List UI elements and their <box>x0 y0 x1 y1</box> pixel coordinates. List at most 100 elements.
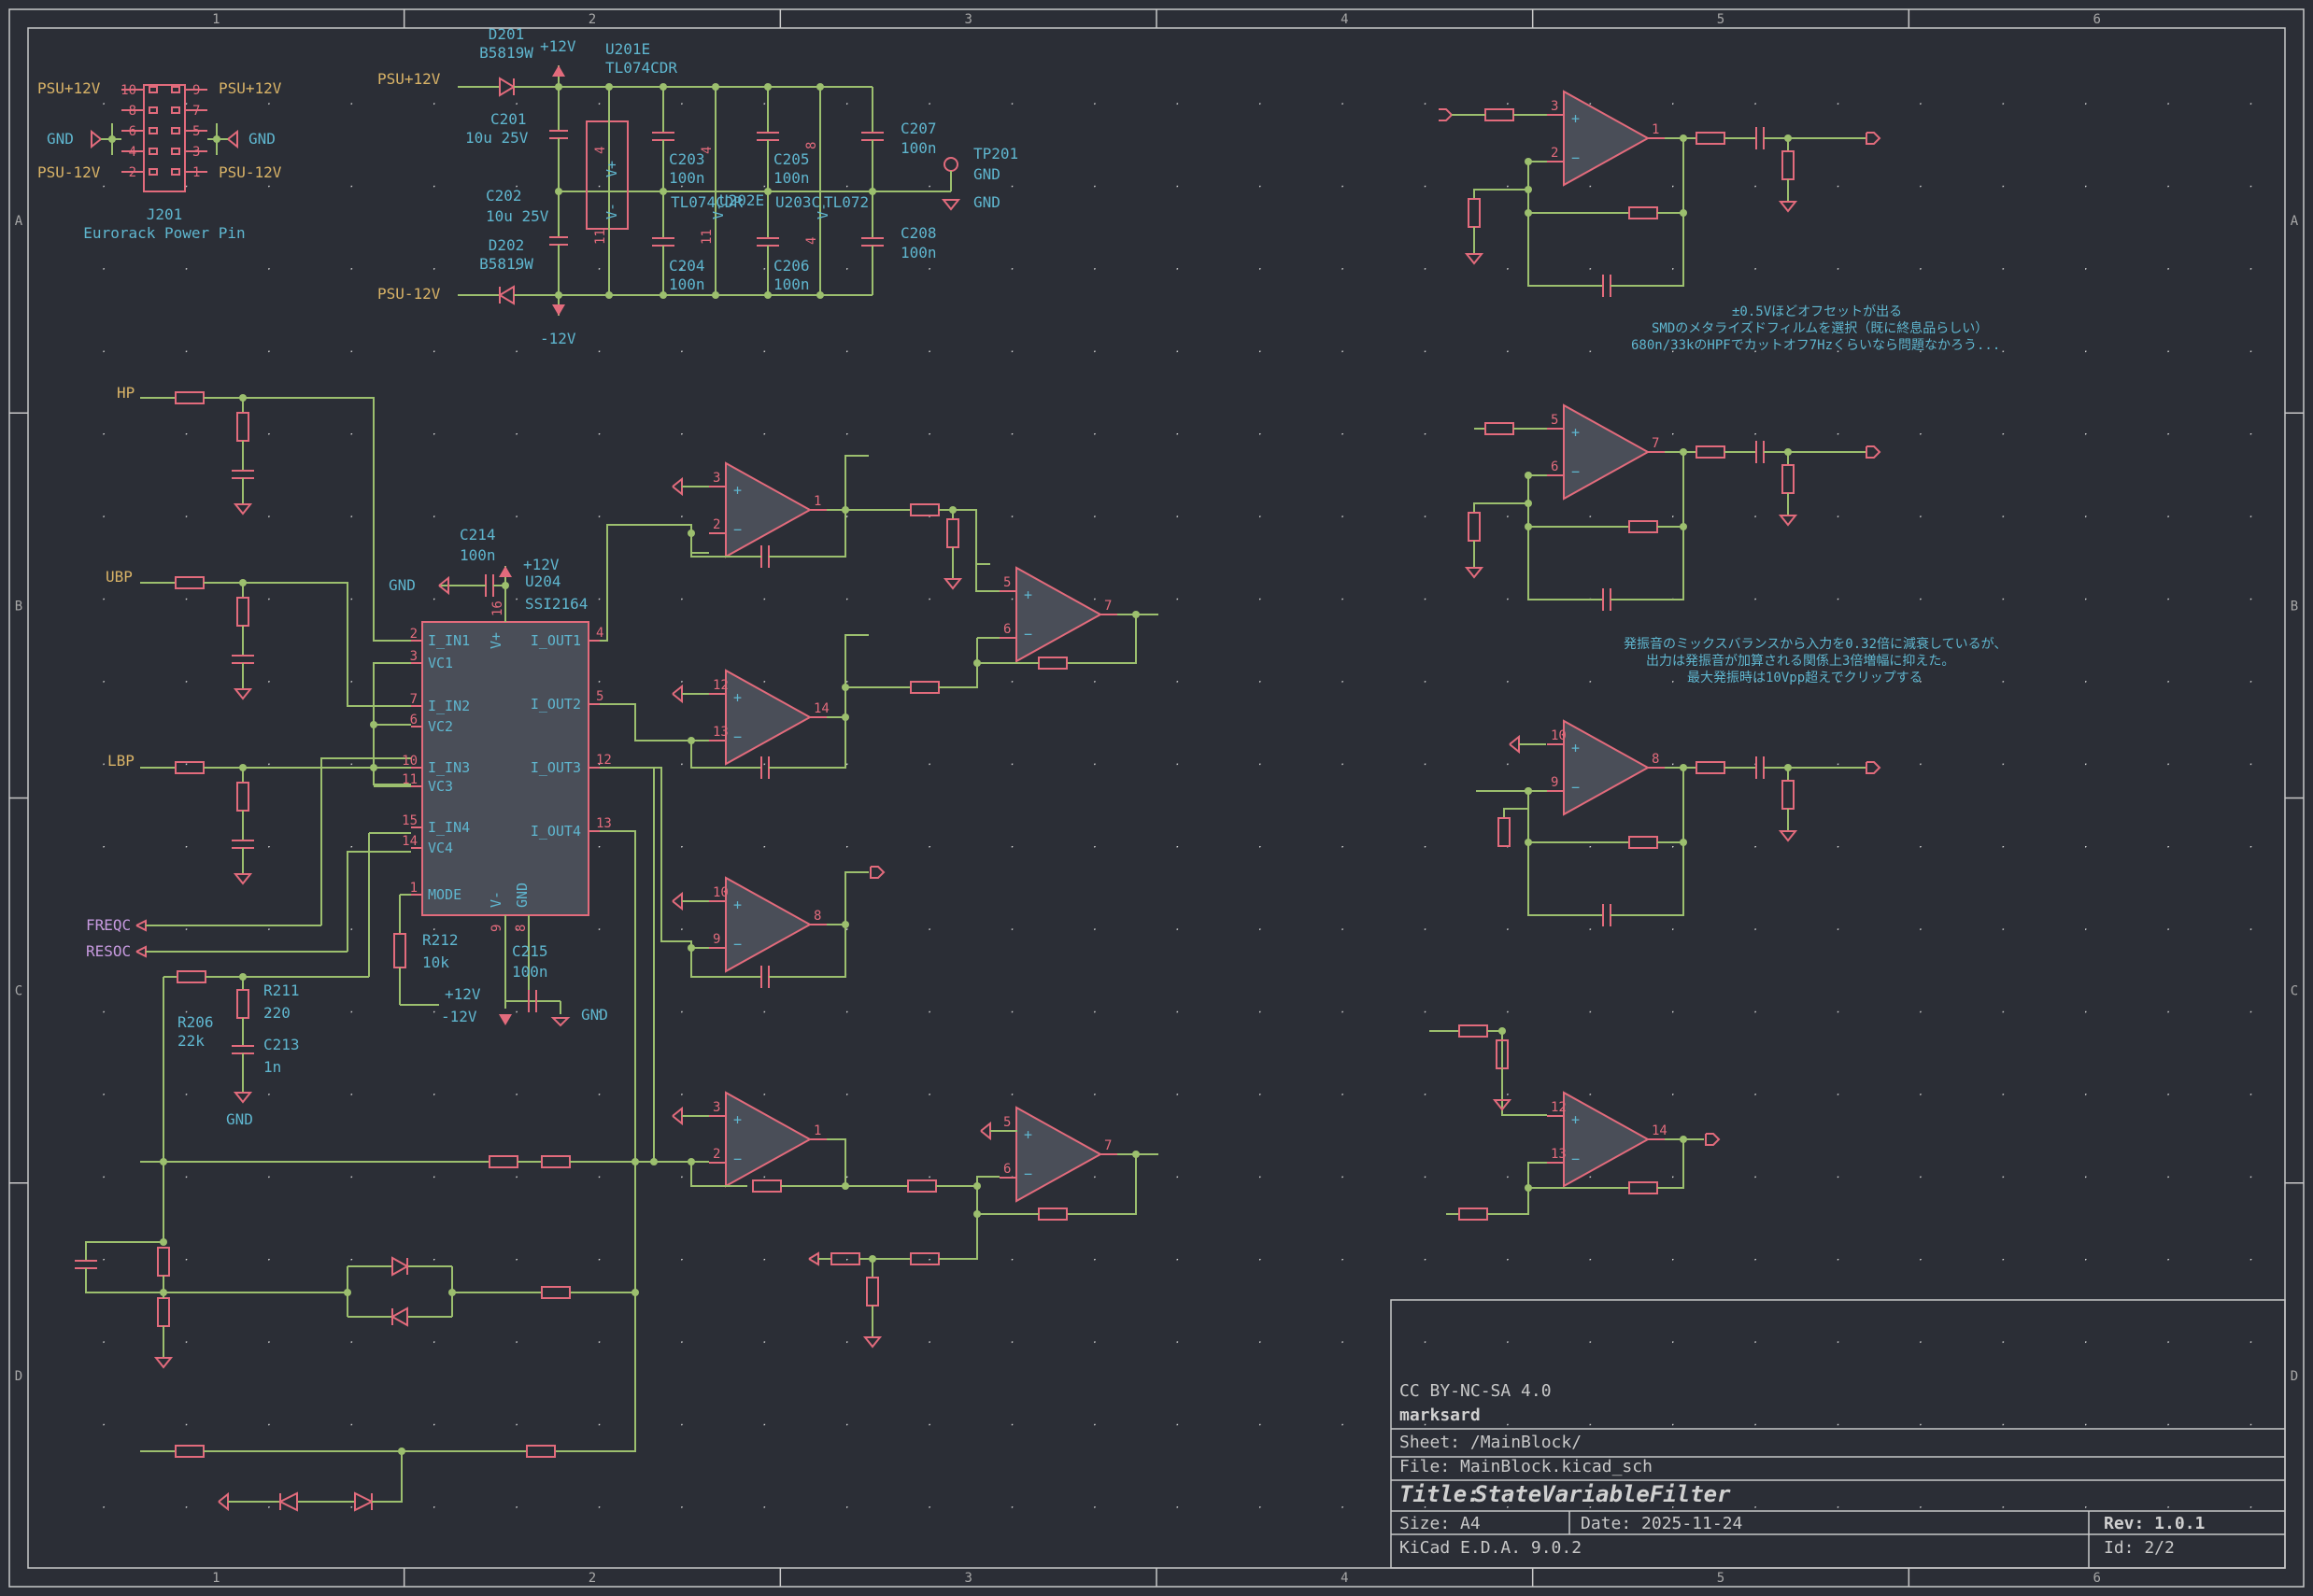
note-offset-0: ±0.5Vほどオフセットが出る <box>1732 304 1902 319</box>
svg-text:I_IN4: I_IN4 <box>428 819 470 836</box>
c205-capacitor[interactable]: C205 100n <box>757 87 810 191</box>
r212-resistor[interactable]: R212 10k +12V -12V <box>393 894 481 1025</box>
svg-text:GND: GND <box>973 193 1000 211</box>
frame-col-top: 1 <box>212 12 220 27</box>
u202b-opamp[interactable]: +−567 <box>1547 403 1665 501</box>
svg-text:I_IN2: I_IN2 <box>428 698 470 714</box>
frame-row-right: B <box>2291 599 2298 614</box>
r216-resistor[interactable] <box>526 1445 556 1458</box>
svg-text:C214: C214 <box>460 526 496 544</box>
svg-text:V+: V+ <box>603 161 620 177</box>
d205-diode[interactable] <box>391 1256 410 1277</box>
c213-capacitor[interactable]: C213 1n GND <box>226 1036 300 1128</box>
label-freqc: FREQC <box>86 916 131 934</box>
svg-text:100n: 100n <box>773 169 810 187</box>
c208-capacitor[interactable]: C208 100n <box>861 191 937 295</box>
net-gnd-right: GND <box>248 130 276 148</box>
svg-text:C203: C203 <box>669 150 705 168</box>
svg-text:+: + <box>1024 1126 1032 1143</box>
frame-row-left: D <box>15 1369 22 1384</box>
net-lbp-in: LBP <box>107 752 135 770</box>
net-gnd-left: GND <box>47 130 74 148</box>
svg-text:MODE: MODE <box>428 886 461 903</box>
c206-capacitor[interactable]: C206 100n <box>757 191 810 295</box>
svg-text:4: 4 <box>129 145 136 160</box>
svg-text:13: 13 <box>713 725 729 740</box>
svg-text:GND: GND <box>973 165 1000 183</box>
c207-capacitor[interactable]: C207 100n <box>861 87 937 191</box>
d202-diode[interactable]: D202 B5819W <box>479 236 533 305</box>
svg-text:V-: V- <box>488 891 504 908</box>
frame-col-bottom: 4 <box>1341 1571 1348 1586</box>
u201b-opamp[interactable]: +−567 <box>1000 566 1117 663</box>
svg-text:SSI2164: SSI2164 <box>525 595 588 613</box>
u202e-power-unit[interactable]: U202E . 4 V- 11 <box>700 87 764 295</box>
svg-text:9: 9 <box>713 932 720 947</box>
frame-col-bottom: 5 <box>1717 1571 1724 1586</box>
svg-text:10u 25V: 10u 25V <box>465 129 529 147</box>
svg-text:10: 10 <box>121 83 136 98</box>
c201-capacitor[interactable]: C201 10u 25V <box>465 87 568 191</box>
tp201-test-point[interactable]: TP201 GND GND <box>873 145 1018 211</box>
license-text: CC BY-NC-SA 4.0 <box>1399 1381 1552 1401</box>
svg-text:GND: GND <box>581 1006 608 1024</box>
svg-text:R206: R206 <box>177 1013 214 1031</box>
u202a-opamp[interactable]: +−321 <box>1547 90 1665 187</box>
svg-text:13: 13 <box>596 816 612 831</box>
u202e-value: TL074CDR <box>671 193 743 211</box>
sheet-title: StateVariableFilter <box>1474 1481 1731 1507</box>
r233-resistor[interactable] <box>1497 817 1511 847</box>
svg-text:14: 14 <box>402 834 418 849</box>
c203-capacitor[interactable]: C203 100n <box>652 87 705 191</box>
d201-diode[interactable]: D201 B5819W <box>479 25 533 97</box>
u203a-opamp[interactable]: +−321 <box>709 1091 827 1188</box>
svg-text:VC4: VC4 <box>428 840 453 856</box>
svg-text:5: 5 <box>1003 1115 1011 1130</box>
r211-resistor[interactable]: R211 220 <box>236 977 300 1046</box>
u204-ssi2164-vca[interactable]: U204 SSI2164 I_IN12VC13I_IN27VC26I_IN310… <box>373 526 612 1027</box>
c215-capacitor[interactable]: C215 100n <box>512 942 548 1012</box>
svg-text:11: 11 <box>700 229 715 245</box>
d206-diode[interactable] <box>390 1306 408 1327</box>
u201a-opamp[interactable]: +−321 <box>709 461 827 558</box>
svg-text:8: 8 <box>129 104 136 119</box>
file-name: File: MainBlock.kicad_sch <box>1399 1457 1653 1476</box>
c202-capacitor[interactable]: C202 10u 25V <box>486 187 568 295</box>
svg-text:11: 11 <box>402 772 418 787</box>
r215-resistor[interactable] <box>541 1286 571 1299</box>
title-block: CC BY-NC-SA 4.0 marksard Sheet: /MainBlo… <box>1390 1299 2286 1569</box>
svg-text:6: 6 <box>1003 1162 1011 1177</box>
svg-text:+: + <box>733 689 742 706</box>
svg-text:−: − <box>1571 779 1580 796</box>
u203c-power-unit[interactable]: U203C 8 V- 4 <box>775 87 831 295</box>
c204-capacitor[interactable]: C204 100n <box>652 191 705 295</box>
svg-text:I_OUT4: I_OUT4 <box>531 823 581 840</box>
label-resoc: RESOC <box>86 942 131 960</box>
u203b-opamp[interactable]: +−567 <box>1000 1106 1117 1203</box>
note-offset-1: SMDのメタライズドフィルムを選択（既に終息品らしい） <box>1652 320 1988 336</box>
svg-text:2: 2 <box>410 627 418 642</box>
c214-capacitor[interactable]: GND C214 100n <box>389 526 505 597</box>
svg-text:2: 2 <box>713 1147 720 1162</box>
net-psu-m12-right: PSU-12V <box>219 163 282 181</box>
svg-text:100n: 100n <box>512 963 548 981</box>
svg-text:4: 4 <box>804 237 819 245</box>
svg-text:6: 6 <box>1551 459 1558 474</box>
svg-text:−: − <box>1024 626 1032 643</box>
svg-text:+12V: +12V <box>523 556 560 573</box>
svg-text:2: 2 <box>1551 146 1558 161</box>
power-supply-section: PSU+12V PSU-12V D201 B5819W D202 B5819W … <box>377 25 1018 347</box>
u201e-power-unit[interactable]: U201E TL074CDR 4 V+ V- 11 <box>586 40 677 295</box>
svg-text:10: 10 <box>402 754 418 769</box>
d203-zener[interactable] <box>277 1491 298 1512</box>
frame-row-left: B <box>15 599 22 614</box>
r206-resistor[interactable]: R206 22k <box>163 970 369 1050</box>
frame-col-bottom: 6 <box>2093 1571 2100 1586</box>
